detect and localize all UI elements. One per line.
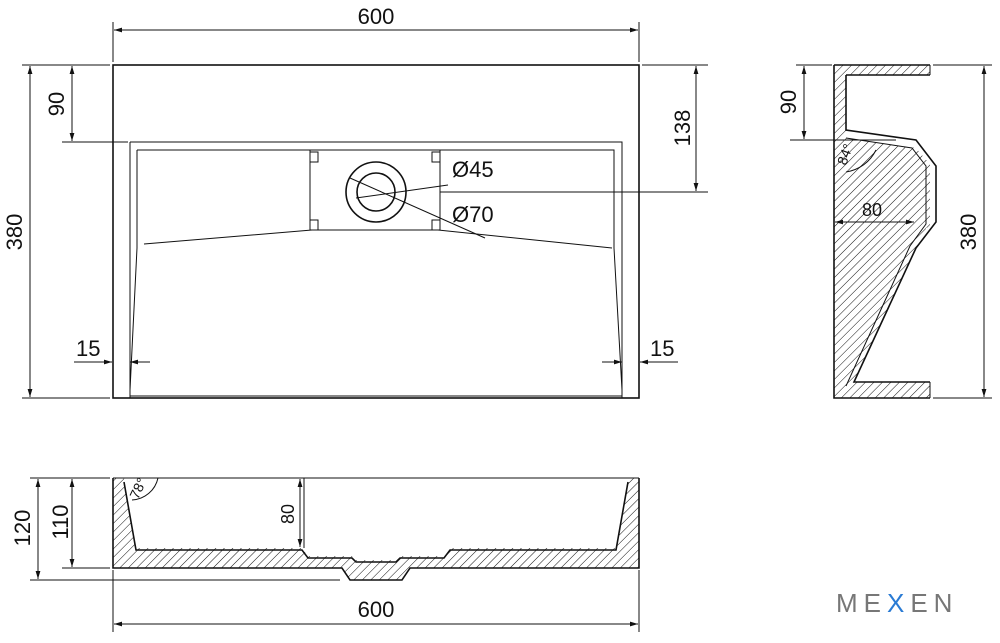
basin-fold-line [143, 229, 613, 249]
logo-right: EN [910, 588, 958, 618]
drain-tab [309, 151, 319, 163]
logo-text: MEXEN [836, 588, 958, 618]
side-view: 90 84° 80 380 [776, 64, 992, 399]
logo-left: ME [836, 588, 887, 618]
top-width-label: 600 [358, 4, 395, 29]
front-110-label: 110 [48, 504, 73, 539]
logo-x: X [887, 588, 910, 618]
drain-inner-circle [356, 172, 396, 212]
drain-inner-label: Ø45 [452, 157, 494, 182]
front-inner-outline [123, 481, 629, 563]
top-drain-offset-label: 138 [670, 110, 695, 147]
basin-lower-sides [129, 247, 623, 391]
front-depth-label: 80 [278, 504, 298, 524]
front-angle-arc [131, 477, 159, 501]
top-view-outline [112, 64, 640, 399]
front-width-label: 600 [358, 597, 395, 622]
side-angle-label: 84° [834, 142, 856, 167]
side-outline [833, 64, 937, 399]
side-top-label: 90 [776, 90, 801, 114]
basin-upper-edge [136, 149, 615, 248]
mexen-logo: MEXEN [836, 588, 958, 618]
front-cavity [124, 478, 628, 560]
top-height-label: 380 [2, 214, 27, 251]
side-inner-line [845, 137, 927, 387]
front-view: 78° 80 110 120 600 [10, 475, 640, 632]
front-outline [112, 478, 640, 581]
side-height-label: 380 [956, 214, 981, 251]
drain-outer-label: Ø70 [452, 202, 494, 227]
drain-tab [431, 151, 441, 163]
drain-outer-leader [349, 177, 486, 239]
side-depth-label: 80 [862, 200, 882, 220]
drain-outer-circle [345, 161, 407, 223]
side-angle-arc [845, 149, 877, 173]
side-cavity [846, 75, 946, 382]
top-view: 600 380 90 138 Ø45 Ø70 15 15 [2, 4, 708, 399]
basin-inner-edge [129, 141, 623, 398]
front-120-label: 120 [10, 510, 35, 547]
drain-tab [309, 219, 319, 231]
wall-left-label: 15 [76, 336, 100, 361]
drain-tab [431, 219, 441, 231]
wall-right-label: 15 [650, 336, 674, 361]
top-back-label: 90 [44, 92, 69, 116]
drain-inner-leader [355, 184, 449, 199]
drain-channel [309, 150, 441, 230]
